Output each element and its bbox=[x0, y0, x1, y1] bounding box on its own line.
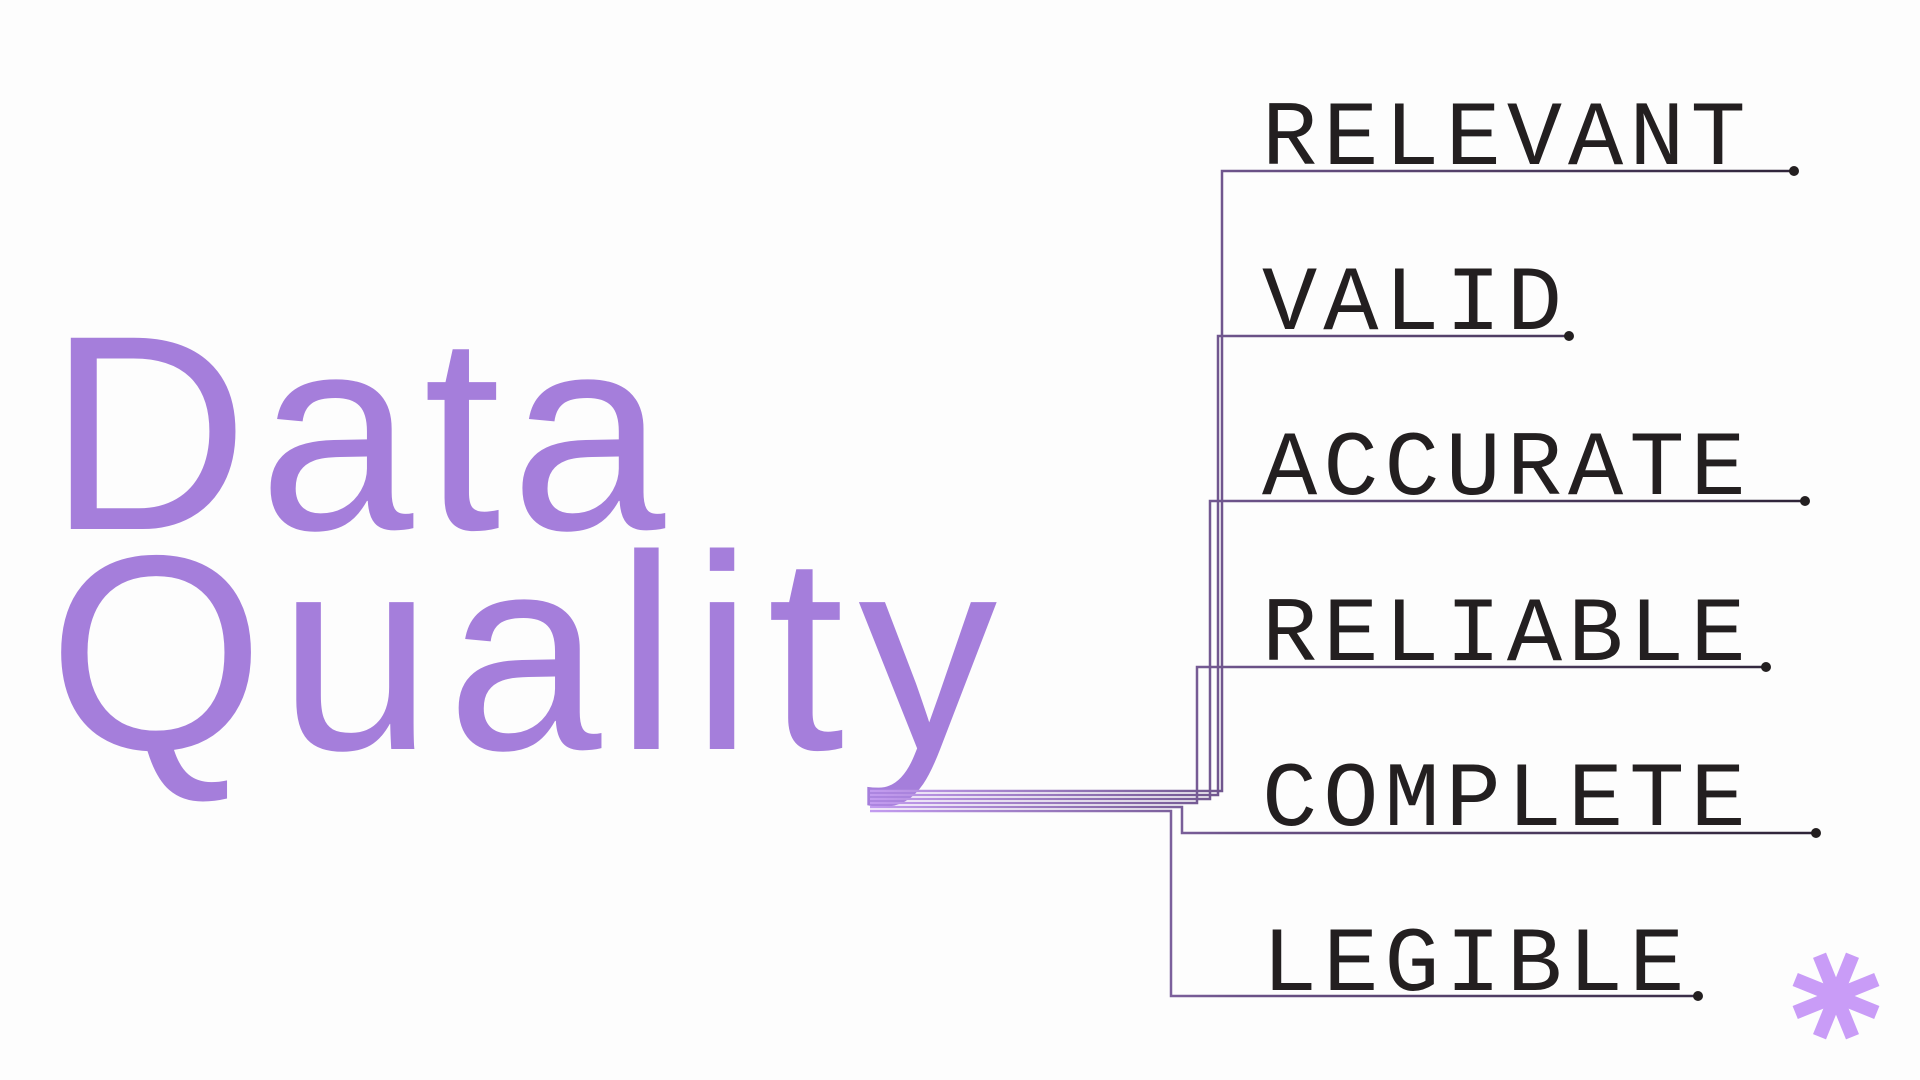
asterisk-icon bbox=[1792, 952, 1880, 1040]
connector-accurate bbox=[870, 499, 1805, 801]
title-data: Data bbox=[48, 277, 676, 588]
endpoint-dot-reliable bbox=[1761, 662, 1771, 672]
title-quality: Quality bbox=[48, 497, 1012, 808]
connector-relevant bbox=[870, 169, 1794, 793]
label-complete: COMPLETE bbox=[1262, 748, 1752, 853]
endpoint-dot-complete bbox=[1811, 828, 1821, 838]
connector-valid bbox=[870, 334, 1569, 797]
endpoint-dot-legible bbox=[1693, 991, 1703, 1001]
connector-legible bbox=[870, 809, 1698, 998]
endpoint-dot-accurate bbox=[1800, 496, 1810, 506]
endpoint-dot-valid bbox=[1564, 331, 1574, 341]
connector-complete bbox=[870, 805, 1816, 835]
connector-reliable bbox=[870, 665, 1766, 805]
endpoint-dot-relevant bbox=[1789, 166, 1799, 176]
